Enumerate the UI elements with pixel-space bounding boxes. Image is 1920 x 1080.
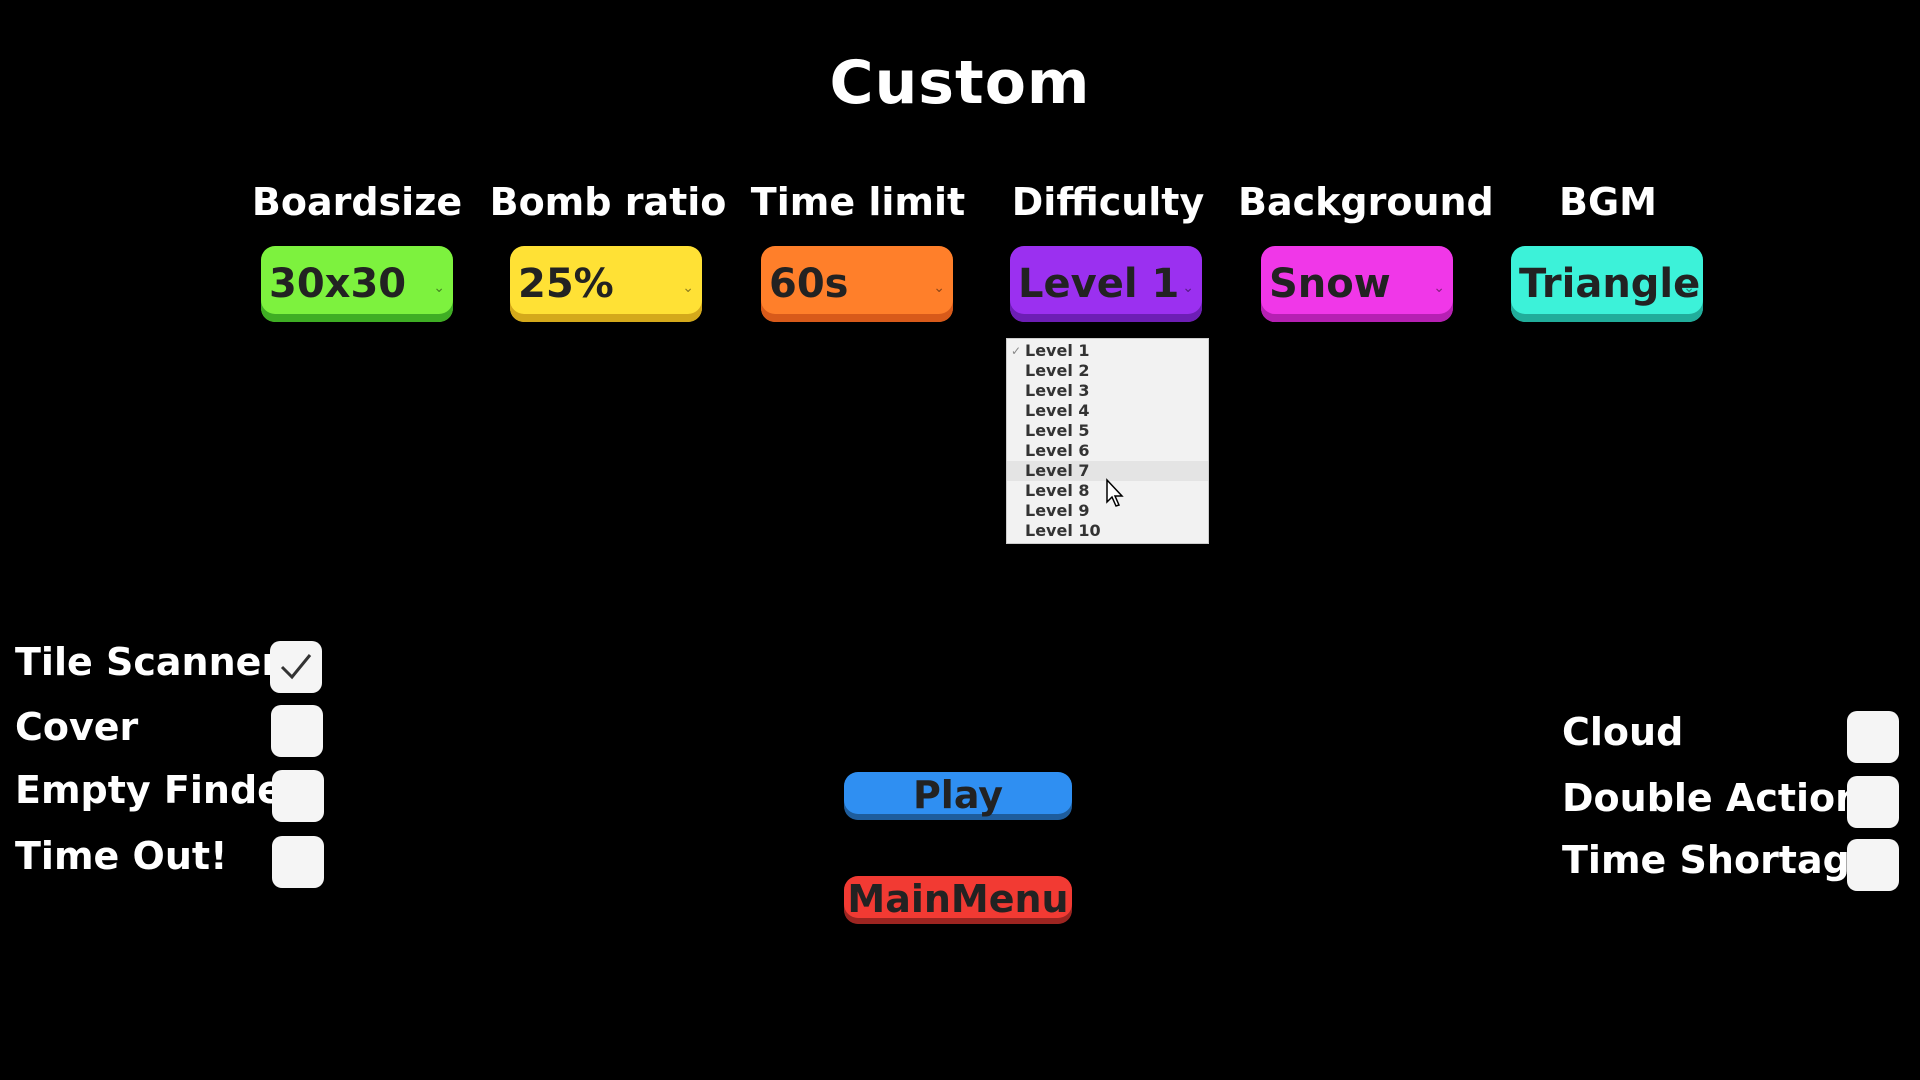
boardsize-dropdown[interactable]: 30x30 ⌄ <box>261 246 453 322</box>
chevron-down-icon: ⌄ <box>1182 280 1194 296</box>
chevron-down-icon: ⌄ <box>1683 280 1695 296</box>
mouse-cursor-icon <box>1106 478 1124 507</box>
difficulty-option[interactable]: Level 8 <box>1025 481 1090 500</box>
boardsize-value: 30x30 <box>269 261 407 307</box>
page-title: Custom <box>829 48 1091 118</box>
difficulty-option[interactable]: ✓Level 1 <box>1011 341 1090 360</box>
time-shortage-label: Time Shortage <box>1562 838 1876 882</box>
difficulty-option[interactable]: Level 6 <box>1025 441 1090 460</box>
difficulty-option[interactable]: Level 10 <box>1025 521 1101 540</box>
difficulty-options-list: ✓Level 1 Level 2 Level 3 Level 4 Level 5… <box>1006 338 1209 544</box>
time-limit-label: Time limit <box>750 180 966 224</box>
cover-label: Cover <box>15 705 139 749</box>
time-out-label: Time Out! <box>15 834 228 878</box>
bgm-label: BGM <box>1559 180 1657 224</box>
difficulty-option[interactable]: Level 5 <box>1025 421 1090 440</box>
tile-scanner-label: Tile Scanner <box>15 640 281 684</box>
difficulty-option[interactable]: Level 9 <box>1025 501 1090 520</box>
time-limit-dropdown[interactable]: 60s ⌄ <box>761 246 953 322</box>
double-action-checkbox[interactable] <box>1847 776 1899 828</box>
cover-checkbox[interactable] <box>271 705 323 757</box>
difficulty-value: Level 1 <box>1018 261 1180 307</box>
bomb-ratio-dropdown[interactable]: 25% ⌄ <box>510 246 702 322</box>
checkmark-icon: ✓ <box>1011 344 1022 358</box>
cloud-checkbox[interactable] <box>1847 711 1899 763</box>
difficulty-dropdown[interactable]: Level 1 ⌄ <box>1010 246 1202 322</box>
chevron-down-icon: ⌄ <box>433 280 445 296</box>
background-value: Snow <box>1269 261 1391 307</box>
chevron-down-icon: ⌄ <box>1433 280 1445 296</box>
bomb-ratio-label: Bomb ratio <box>489 180 727 224</box>
time-shortage-checkbox[interactable] <box>1847 839 1899 891</box>
time-out-checkbox[interactable] <box>272 836 324 888</box>
bomb-ratio-value: 25% <box>518 261 614 307</box>
empty-finder-label: Empty Finder <box>15 768 302 812</box>
empty-finder-checkbox[interactable] <box>272 770 324 822</box>
difficulty-option[interactable]: Level 3 <box>1025 381 1090 400</box>
boardsize-label: Boardsize <box>251 180 463 224</box>
bgm-dropdown[interactable]: Triangle ⌄ <box>1511 246 1703 322</box>
chevron-down-icon: ⌄ <box>933 280 945 296</box>
bgm-value: Triangle <box>1519 261 1701 307</box>
main-menu-button[interactable]: MainMenu <box>844 876 1072 924</box>
difficulty-option[interactable]: Level 7 <box>1007 461 1208 481</box>
difficulty-option[interactable]: Level 2 <box>1025 361 1090 380</box>
checkmark-icon <box>280 654 312 680</box>
difficulty-label: Difficulty <box>1011 180 1205 224</box>
cloud-label: Cloud <box>1562 710 1684 754</box>
time-limit-value: 60s <box>769 261 849 307</box>
tile-scanner-checkbox[interactable] <box>270 641 322 693</box>
background-dropdown[interactable]: Snow ⌄ <box>1261 246 1453 322</box>
play-button[interactable]: Play <box>844 772 1072 820</box>
background-label: Background <box>1238 180 1494 224</box>
double-action-label: Double Action <box>1562 776 1863 820</box>
chevron-down-icon: ⌄ <box>682 280 694 296</box>
difficulty-option[interactable]: Level 4 <box>1025 401 1090 420</box>
